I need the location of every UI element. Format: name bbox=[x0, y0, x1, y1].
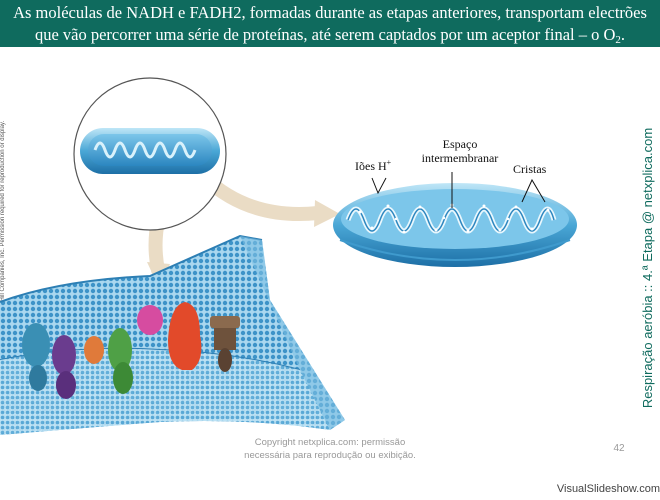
intermembrane-space-label: Espaço intermembranar bbox=[415, 137, 505, 165]
ions-label-text: Iões H bbox=[355, 159, 387, 173]
header-line-1: As moléculas de NADH e FADH2, formadas d… bbox=[13, 3, 647, 22]
ions-label-sup: + bbox=[386, 158, 392, 167]
small-mitochondrion bbox=[80, 128, 220, 174]
page-number: 42 bbox=[613, 443, 625, 454]
header-line-2-end: . bbox=[620, 25, 626, 44]
header-line-2-subscript: 2 bbox=[615, 34, 621, 46]
copyright-notice: Copyright netxplica.com: permissão neces… bbox=[200, 436, 460, 462]
header-line-2: que vão percorrer uma série de proteínas… bbox=[0, 25, 660, 50]
header-line-2-text: que vão percorrer uma série de proteínas… bbox=[34, 25, 616, 44]
space-label-line-2: intermembranar bbox=[421, 151, 499, 165]
membrane-proteins bbox=[22, 302, 240, 399]
large-mitochondrion bbox=[333, 183, 577, 267]
brand-link[interactable]: VisualSlideshow.com bbox=[556, 483, 660, 495]
slide-header: As moléculas de NADH e FADH2, formadas d… bbox=[0, 0, 660, 47]
copyright-line-1: Copyright netxplica.com: permissão bbox=[254, 437, 406, 448]
ions-leader bbox=[371, 177, 387, 195]
copyright-line-2: necessária para reprodução ou exibição. bbox=[244, 450, 416, 461]
space-label-line-1: Espaço bbox=[442, 137, 478, 151]
cristae-label: Cristas bbox=[513, 162, 547, 176]
ions-label: Iões H+ bbox=[355, 158, 391, 174]
arrow-to-mitochondrion bbox=[198, 171, 325, 221]
arrow-head-right bbox=[314, 200, 340, 227]
cristae-leader bbox=[521, 178, 546, 203]
